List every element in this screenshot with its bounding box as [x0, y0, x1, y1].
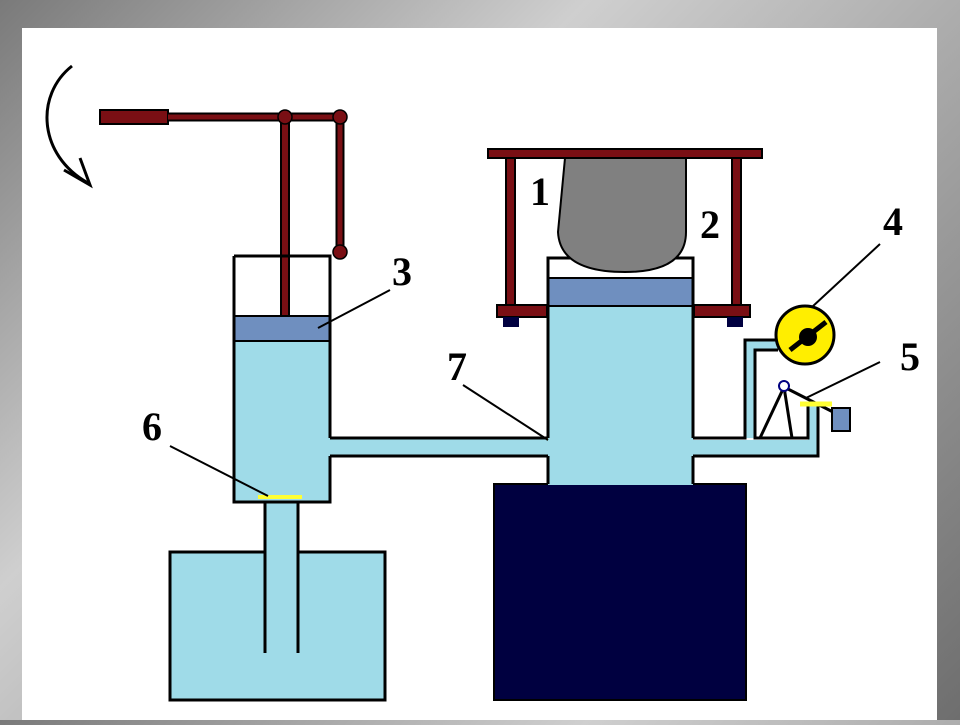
pressure-gauge-icon [774, 304, 836, 366]
column-right [731, 157, 742, 311]
leader-lines [169, 243, 881, 497]
valve-weight [831, 407, 851, 432]
suction-pipe [265, 500, 298, 653]
press-base [493, 483, 747, 701]
branch-line [693, 338, 820, 458]
pump-cylinder [232, 254, 332, 504]
pivot-joint [332, 244, 348, 260]
label-5: 5 [900, 334, 920, 379]
label-6: 6 [142, 404, 162, 449]
pump-piston [233, 315, 331, 342]
pivot-joint [277, 109, 293, 125]
test-specimen [556, 157, 687, 274]
pump-lever [99, 109, 348, 318]
label-1: 1 [530, 169, 550, 214]
rotation-arrow-icon [45, 64, 93, 189]
lower-bracket-right [693, 304, 751, 318]
lower-bracket-left [496, 304, 548, 318]
release-valve [758, 380, 851, 439]
top-crossbeam [487, 148, 763, 159]
label-7: 7 [447, 344, 467, 389]
connecting-pipe [328, 438, 550, 456]
pivot-joint [332, 109, 348, 125]
press-piston [547, 277, 694, 307]
pump-fluid [234, 340, 330, 502]
press-cylinder [546, 256, 695, 485]
label-3: 3 [392, 249, 412, 294]
press-fluid [548, 305, 693, 485]
nut-right [727, 317, 743, 327]
nut-left [503, 317, 519, 327]
label-2: 2 [700, 202, 720, 247]
lever-handle [99, 109, 169, 125]
label-4: 4 [883, 199, 903, 244]
canvas-background [22, 28, 937, 720]
column-left [505, 157, 516, 311]
